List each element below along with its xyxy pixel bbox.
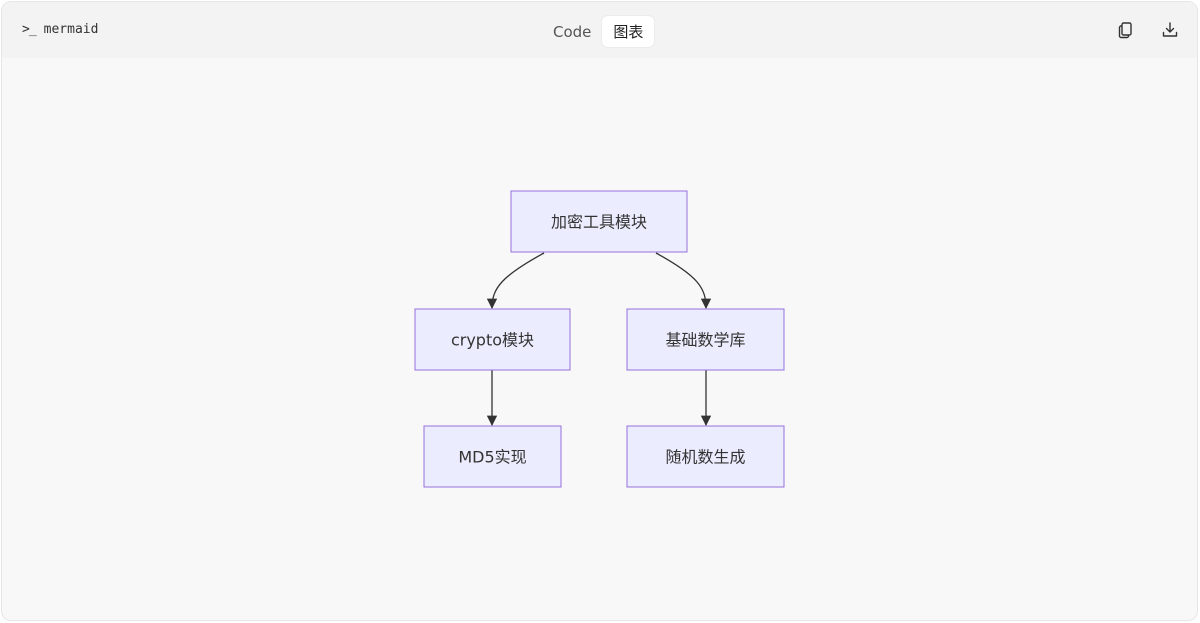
download-icon	[1162, 22, 1178, 37]
view-tabs: Code 图表	[542, 16, 655, 47]
node-md5-label: MD5实现	[458, 448, 526, 467]
copy-icon	[1118, 22, 1132, 39]
copy-button[interactable]	[1115, 19, 1137, 41]
edge-root-crypto	[486, 252, 545, 310]
edge-root-math	[655, 252, 712, 310]
node-crypto-label: crypto模块	[451, 331, 534, 350]
tab-diagram[interactable]: 图表	[602, 16, 655, 47]
download-button[interactable]	[1159, 19, 1181, 41]
node-rng: 随机数生成	[626, 425, 785, 488]
flowchart-canvas: 加密工具模块 crypto模块 基础数学库 MD5实现 随机数生成	[2, 58, 1197, 620]
language-label: mermaid	[43, 22, 99, 37]
language-indicator: >_ mermaid	[22, 22, 98, 37]
node-rng-label: 随机数生成	[665, 448, 745, 467]
node-crypto: crypto模块	[414, 308, 571, 371]
node-math-label: 基础数学库	[665, 331, 745, 350]
tab-code[interactable]: Code	[553, 22, 592, 41]
code-block-toolbar: >_ mermaid Code 图表	[2, 2, 1197, 58]
node-root-label: 加密工具模块	[551, 213, 647, 232]
node-md5: MD5实现	[423, 425, 562, 488]
node-math: 基础数学库	[626, 308, 785, 371]
node-root: 加密工具模块	[510, 190, 688, 253]
flowchart-svg: 加密工具模块 crypto模块 基础数学库 MD5实现 随机数生成	[414, 190, 785, 488]
terminal-prompt-icon: >_	[22, 22, 37, 37]
